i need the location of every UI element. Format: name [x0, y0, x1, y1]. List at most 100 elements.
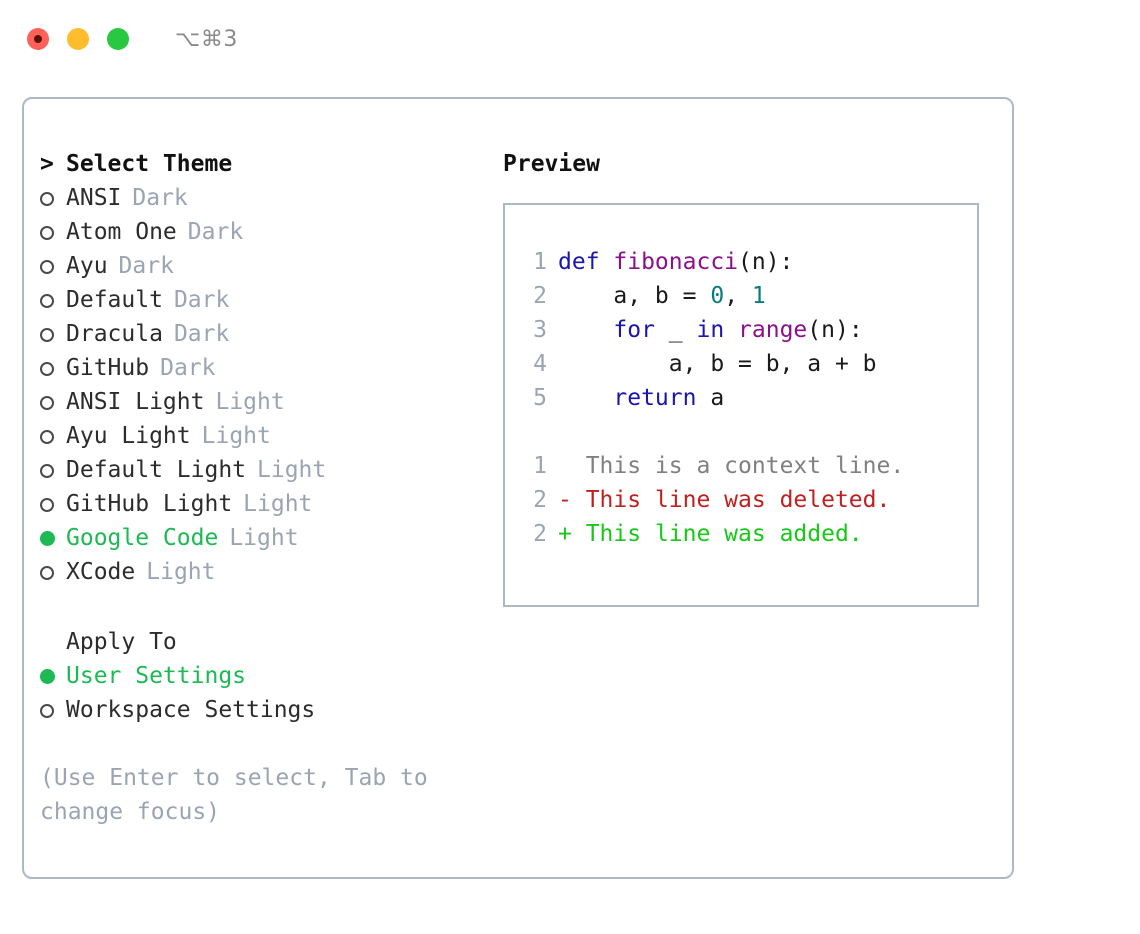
radio-unselected-icon[interactable] — [40, 249, 66, 283]
line-number: 4 — [533, 351, 547, 377]
diff-spacer — [505, 415, 977, 449]
theme-variant-badge: Light — [215, 389, 285, 415]
code-line: 4 a, b = b, a + b — [521, 347, 977, 381]
theme-name: Ayu Light — [66, 423, 191, 449]
prompt-caret-icon: > — [40, 151, 54, 177]
theme-variant-badge: Light — [201, 423, 271, 449]
diff-sign: + — [558, 521, 572, 547]
code-text: a, b = 0, 1 — [558, 279, 766, 313]
code-token-kw: for — [613, 317, 655, 343]
radio-glyph — [40, 226, 54, 240]
radio-unselected-icon[interactable] — [40, 283, 66, 317]
radio-glyph — [40, 260, 54, 274]
line-number: 5 — [533, 385, 547, 411]
theme-list-item[interactable]: Ayu Light Light — [40, 419, 490, 453]
theme-variant-badge: Light — [243, 491, 313, 517]
code-token-txt — [724, 317, 738, 343]
radio-unselected-icon[interactable] — [40, 693, 66, 727]
apply-to-option[interactable]: User Settings — [40, 659, 490, 693]
radio-unselected-icon[interactable] — [40, 555, 66, 589]
code-token-txt — [558, 317, 613, 343]
line-number: 1 — [533, 453, 547, 479]
code-token-txt: (n): — [738, 249, 794, 275]
diff-sign: - — [558, 487, 572, 513]
code-line: 3 for _ in range(n): — [521, 313, 977, 347]
code-token-txt: (n): — [807, 317, 863, 343]
code-text: return a — [558, 381, 724, 415]
diff-text: This is a context line. — [571, 453, 905, 479]
line-number: 3 — [533, 317, 547, 343]
code-token-txt: a, b = — [558, 283, 711, 309]
radio-unselected-icon[interactable] — [40, 385, 66, 419]
radio-unselected-icon[interactable] — [40, 453, 66, 487]
code-text: a, b = b, a + b — [558, 347, 877, 381]
theme-variant-badge: Light — [229, 525, 299, 551]
code-token-fn: range — [738, 317, 808, 343]
code-token-kw: def — [558, 249, 614, 275]
radio-glyph — [40, 430, 54, 444]
window-title: ⌥⌘3 — [175, 26, 238, 52]
code-token-num: 1 — [751, 283, 766, 309]
radio-unselected-icon[interactable] — [40, 215, 66, 249]
line-number: 2 — [533, 487, 547, 513]
theme-list-title: Select Theme — [66, 151, 233, 177]
theme-list-item[interactable]: Default Light Light — [40, 453, 490, 487]
radio-glyph — [40, 328, 54, 342]
radio-unselected-icon[interactable] — [40, 317, 66, 351]
preview-title: Preview — [503, 151, 600, 177]
code-token-kw: return — [613, 385, 697, 411]
line-number: 1 — [533, 249, 547, 275]
radio-unselected-icon[interactable] — [40, 181, 66, 215]
theme-name: Default — [66, 287, 163, 313]
radio-selected-icon[interactable] — [40, 521, 66, 555]
window-controls — [27, 28, 129, 50]
theme-variant-badge: Light — [257, 457, 327, 483]
radio-selected-icon[interactable] — [40, 659, 66, 693]
theme-list-item[interactable]: ANSI Light Light — [40, 385, 490, 419]
keyboard-hint: (Use Enter to select, Tab to change focu… — [40, 765, 442, 825]
apply-to-option[interactable]: Workspace Settings — [40, 693, 490, 727]
code-token-fn: fibonacci — [613, 249, 739, 275]
theme-name: Default Light — [66, 457, 247, 483]
code-token-kw: in — [696, 317, 725, 343]
radio-unselected-icon[interactable] — [40, 351, 66, 385]
apply-to-label: Workspace Settings — [66, 697, 316, 723]
minimize-button[interactable] — [67, 28, 89, 50]
diff-line-added: 2+ This line was added. — [521, 517, 977, 551]
section-spacer — [40, 589, 490, 625]
theme-list-item[interactable]: Google Code Light — [40, 521, 490, 555]
theme-list-item[interactable]: GitHub Light Light — [40, 487, 490, 521]
apply-to-title: Apply To — [66, 629, 177, 655]
radio-glyph — [40, 531, 55, 546]
code-token-txt: _ — [654, 317, 697, 343]
radio-unselected-icon[interactable] — [40, 419, 66, 453]
apply-to-label: User Settings — [66, 663, 247, 689]
code-line: 1 def fibonacci(n): — [521, 245, 977, 279]
maximize-button[interactable] — [107, 28, 129, 50]
radio-unselected-icon[interactable] — [40, 487, 66, 521]
theme-name: Google Code — [66, 525, 219, 551]
diff-text: This line was deleted. — [571, 487, 891, 513]
theme-name: ANSI Light — [66, 389, 205, 415]
radio-glyph — [40, 669, 55, 684]
code-token-txt: , — [724, 283, 752, 309]
theme-name: GitHub Light — [66, 491, 233, 517]
close-button[interactable] — [27, 28, 49, 50]
theme-name: ANSI — [66, 185, 122, 211]
theme-name: Ayu — [66, 253, 108, 279]
theme-name: Dracula — [66, 321, 163, 347]
theme-name: Atom One — [66, 219, 177, 245]
code-line: 2 a, b = 0, 1 — [521, 279, 977, 313]
theme-name: XCode — [66, 559, 136, 585]
